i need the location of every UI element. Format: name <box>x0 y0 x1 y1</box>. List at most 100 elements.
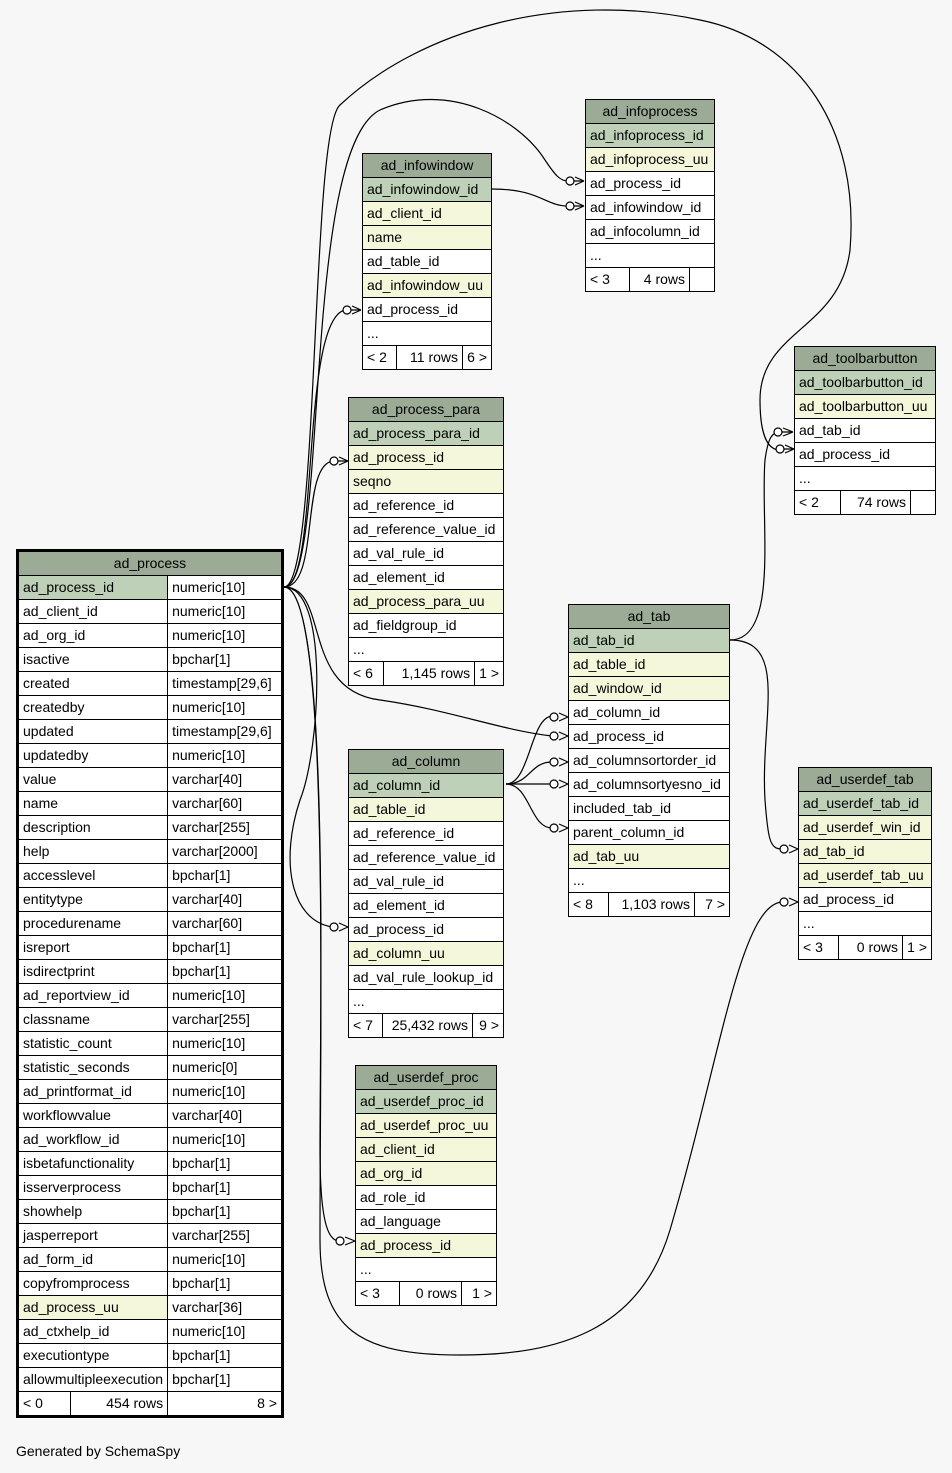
column-name[interactable]: executiontype <box>16 1343 169 1368</box>
column-name[interactable]: ad_tab_id <box>794 418 936 443</box>
column-name[interactable]: ad_infoprocess_id <box>585 123 715 148</box>
column-name[interactable]: ad_form_id <box>16 1247 169 1272</box>
column-name[interactable]: ad_infoprocess_uu <box>585 147 715 172</box>
column-name[interactable]: isreport <box>16 935 169 960</box>
column-name[interactable]: ... <box>794 466 936 491</box>
column-name[interactable]: parent_column_id <box>568 820 730 845</box>
column-name[interactable]: name <box>362 225 492 250</box>
column-name[interactable]: ... <box>355 1257 497 1282</box>
column-name[interactable]: ad_column_id <box>568 700 730 725</box>
column-name[interactable]: ad_printformat_id <box>16 1079 169 1104</box>
column-name[interactable]: ad_language <box>355 1209 497 1234</box>
column-name[interactable]: ad_process_para_uu <box>348 589 504 614</box>
column-name[interactable]: value <box>16 767 169 792</box>
column-name[interactable]: ad_userdef_proc_uu <box>355 1113 497 1138</box>
column-name[interactable]: ad_columnsortorder_id <box>568 748 730 773</box>
column-name[interactable]: allowmultipleexecution <box>16 1367 169 1392</box>
column-name[interactable]: ... <box>348 637 504 662</box>
column-name[interactable]: workflowvalue <box>16 1103 169 1128</box>
column-name[interactable]: ad_table_id <box>348 797 504 822</box>
column-name[interactable]: name <box>16 791 169 816</box>
column-name[interactable]: ad_userdef_proc_id <box>355 1089 497 1114</box>
column-name[interactable]: help <box>16 839 169 864</box>
column-name[interactable]: ... <box>568 868 730 893</box>
column-name[interactable]: included_tab_id <box>568 796 730 821</box>
column-name[interactable]: ad_process_id <box>348 917 504 942</box>
column-name[interactable]: ad_workflow_id <box>16 1127 169 1152</box>
column-name[interactable]: ad_process_para_id <box>348 421 504 446</box>
column-name[interactable]: ad_val_rule_id <box>348 869 504 894</box>
column-name[interactable]: ad_org_id <box>16 623 169 648</box>
column-name[interactable]: ad_infowindow_id <box>585 195 715 220</box>
column-name[interactable]: ad_process_id <box>585 171 715 196</box>
column-name[interactable]: ad_userdef_win_id <box>798 815 932 840</box>
column-name[interactable]: ad_window_id <box>568 676 730 701</box>
column-name[interactable]: ad_tab_id <box>568 628 730 653</box>
column-name[interactable]: ad_process_id <box>568 724 730 749</box>
column-name[interactable]: ad_column_uu <box>348 941 504 966</box>
column-name[interactable]: ad_process_id <box>362 297 492 322</box>
column-name[interactable]: updated <box>16 719 169 744</box>
column-name[interactable]: ad_reportview_id <box>16 983 169 1008</box>
column-name[interactable]: ad_val_rule_lookup_id <box>348 965 504 990</box>
column-name[interactable]: ad_column_id <box>348 773 504 798</box>
column-name[interactable]: copyfromprocess <box>16 1271 169 1296</box>
column-name[interactable]: ... <box>585 243 715 268</box>
column-name[interactable]: ad_toolbarbutton_uu <box>794 394 936 419</box>
column-name[interactable]: ad_reference_value_id <box>348 845 504 870</box>
column-name[interactable]: ad_process_id <box>794 442 936 467</box>
column-name[interactable]: ad_client_id <box>362 201 492 226</box>
column-name[interactable]: ad_reference_id <box>348 493 504 518</box>
column-name[interactable]: statistic_seconds <box>16 1055 169 1080</box>
column-name[interactable]: ad_columnsortyesno_id <box>568 772 730 797</box>
column-name[interactable]: ad_org_id <box>355 1161 497 1186</box>
column-name[interactable]: isserverprocess <box>16 1175 169 1200</box>
column-name[interactable]: ad_tab_id <box>798 839 932 864</box>
column-name[interactable]: ad_infowindow_uu <box>362 273 492 298</box>
column-name[interactable]: ad_infowindow_id <box>362 177 492 202</box>
column-name[interactable]: description <box>16 815 169 840</box>
column-name[interactable]: ad_toolbarbutton_id <box>794 370 936 395</box>
column-name[interactable]: statistic_count <box>16 1031 169 1056</box>
column-name[interactable]: ... <box>348 989 504 1014</box>
column-name[interactable]: ad_reference_id <box>348 821 504 846</box>
column-name[interactable]: ad_process_id <box>348 445 504 470</box>
column-name[interactable]: ad_role_id <box>355 1185 497 1210</box>
column-name[interactable]: updatedby <box>16 743 169 768</box>
column-name[interactable]: isdirectprint <box>16 959 169 984</box>
column-name[interactable]: ad_tab_uu <box>568 844 730 869</box>
column-name[interactable]: ad_val_rule_id <box>348 541 504 566</box>
column-name[interactable]: isactive <box>16 647 169 672</box>
column-name[interactable]: ad_client_id <box>355 1137 497 1162</box>
column-name[interactable]: created <box>16 671 169 696</box>
column-name[interactable]: ad_reference_value_id <box>348 517 504 542</box>
column-name[interactable]: ad_process_uu <box>16 1295 169 1320</box>
column-name[interactable]: ad_ctxhelp_id <box>16 1319 169 1344</box>
column-name[interactable]: ad_element_id <box>348 565 504 590</box>
column-name[interactable]: ad_table_id <box>568 652 730 677</box>
column-name[interactable]: ad_process_id <box>798 887 932 912</box>
column-name[interactable]: ad_element_id <box>348 893 504 918</box>
column-name[interactable]: ad_userdef_tab_id <box>798 791 932 816</box>
column-name[interactable]: ... <box>362 321 492 346</box>
column-name[interactable]: entitytype <box>16 887 169 912</box>
column-name[interactable]: ad_process_id <box>355 1233 497 1258</box>
column-name[interactable]: showhelp <box>16 1199 169 1224</box>
column-name[interactable]: ... <box>798 911 932 936</box>
column-name[interactable]: ad_table_id <box>362 249 492 274</box>
column-name[interactable]: ad_client_id <box>16 599 169 624</box>
column-name[interactable]: ad_fieldgroup_id <box>348 613 504 638</box>
column-name[interactable]: ad_userdef_tab_uu <box>798 863 932 888</box>
column-name[interactable]: createdby <box>16 695 169 720</box>
column-name[interactable]: jasperreport <box>16 1223 169 1248</box>
column-name[interactable]: ad_process_id <box>16 575 169 600</box>
